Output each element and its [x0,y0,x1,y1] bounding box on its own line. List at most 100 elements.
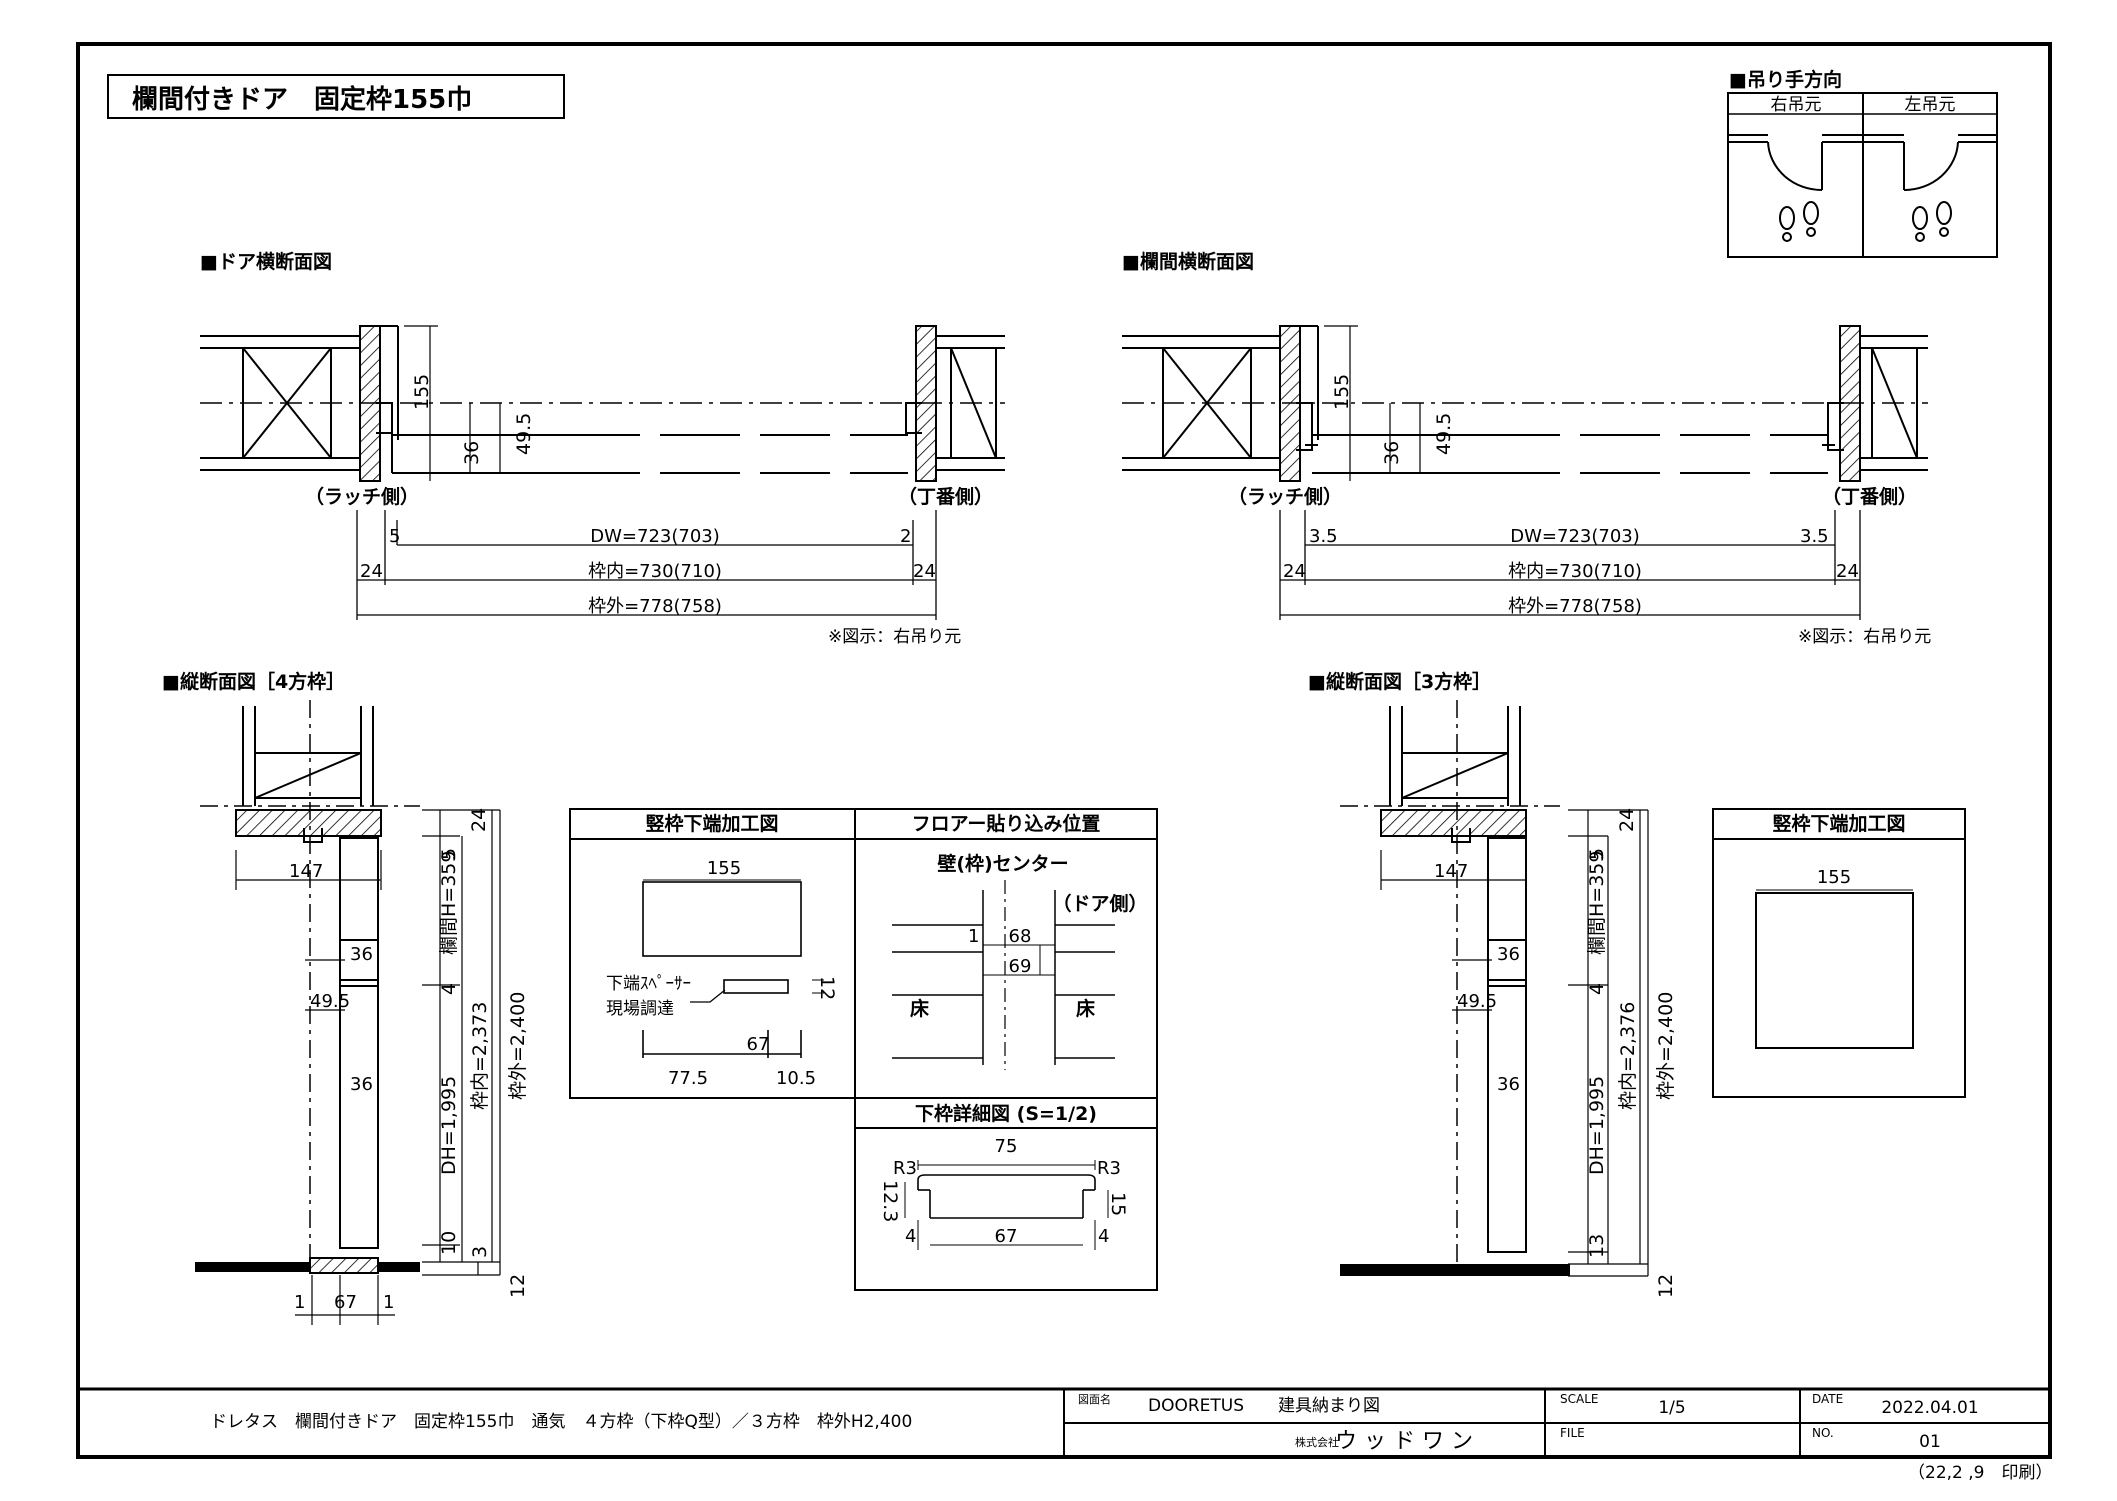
dim-49-5: 49.5 [1457,991,1497,1012]
drawing-description: ドレタス 欄間付きドア 固定枠155巾 通気 ４方枠（下枠Q型）／３方枠 枠外H… [210,1412,912,1432]
dw-dimension: DW=723(703) [1510,526,1640,547]
dim-24: 24 [468,808,490,832]
spacer-label: 下端ｽﾍﾟｰｻｰ [606,974,691,994]
latch-side-label: （ラッチ側） [1228,485,1342,508]
door-side-label: （ドア側） [1052,892,1147,915]
print-note: （22,2 ,9 印刷） [1908,1463,2052,1483]
frame-right: 24 [1836,561,1859,582]
door-section-heading: ■ドア横断面図 [200,250,332,273]
dim-36a: 36 [350,944,373,965]
site-procure-label: 現場調達 [606,999,674,1019]
drawing-name-label: 図面名 [1078,1392,1111,1406]
transom-height: 欄間H=359 [1586,851,1608,955]
dim-67: 67 [995,1226,1018,1247]
stile-bottom-heading: 竪枠下端加工図 [645,812,778,835]
gap-left: 3.5 [1309,526,1338,547]
dim-4: 4 [1586,983,1608,995]
transom-height: 欄間H=359 [438,851,460,955]
dw-dimension: DW=723(703) [590,526,720,547]
outer-dimension: 枠外=778(758) [1508,596,1642,617]
dim-24: 24 [1616,808,1638,832]
hinge-side-label: （丁番側） [898,485,993,508]
outer-dimension: 枠外=778(758) [588,596,722,617]
floor [378,1262,420,1272]
sill-detail-heading: 下枠詳細図 (S=1/2) [915,1102,1097,1125]
dim-69: 69 [1009,956,1032,977]
dim-155: 155 [1817,867,1851,888]
right-hung-label: 右吊元 [1771,95,1822,115]
vertical-3-heading: ■縦断面図［3方枠］ [1308,670,1491,693]
hanging-note: ※図示：右吊り元 [1798,627,1931,647]
door-height: DH=1,995 [438,1076,460,1175]
hanging-direction: ■吊り手方向 右吊元 左吊元 [1727,68,1998,258]
frame-left: 24 [1283,561,1306,582]
dim-155: 155 [707,858,741,879]
dim-36: 36 [461,441,483,465]
dim-5: 5 [1586,848,1608,860]
dim-12-3: 12.3 [879,1180,901,1222]
left-hung-label: 左吊元 [1905,95,1956,115]
footprints-icon [1779,201,1819,242]
floor [1340,1264,1570,1276]
hinge-side-label: （丁番側） [1822,485,1917,508]
vertical-4-heading: ■縦断面図［4方枠］ [162,670,345,693]
dim-3: 3 [469,1246,491,1258]
floor [195,1262,310,1272]
title-box: 欄間付きドア 固定枠155巾 [107,74,565,119]
dim-10: 10 [438,1231,460,1255]
right-hung-sketch [1728,134,1863,192]
dim-15: 15 [1107,1192,1129,1216]
dim-1: 1 [968,926,979,947]
transom-section-heading: ■欄間横断面図 [1122,250,1254,273]
dim-36b: 36 [1497,1074,1520,1095]
vertical-section-3way: ■縦断面図［3方枠］ 147 36 49.5 36 [1308,670,1677,1298]
dim-75: 75 [995,1136,1018,1157]
floor-left-label: 床 [910,997,929,1020]
hanging-heading: ■吊り手方向 [1729,68,1842,91]
vertical-section-4way: ■縦断面図［4方枠］ 147 36 49.5 36 67 1 1 [162,670,529,1325]
dim-36b: 36 [350,1074,373,1095]
title-block: ドレタス 欄間付きドア 固定枠155巾 通気 ４方枠（下枠Q型）／３方枠 枠外H… [78,1387,2052,1483]
detail-panels: 竪枠下端加工図 フロアー貼り込み位置 155 12 下端ｽﾍﾟｰｻｰ 現場調達 … [569,808,1158,1291]
no-label: NO. [1812,1426,1834,1440]
dim-67: 67 [747,1034,770,1055]
wall-center-label: 壁(枠)センター [937,852,1068,875]
floor-right-label: 床 [1076,997,1095,1020]
dim-147: 147 [289,861,323,882]
dim-5: 5 [438,848,460,860]
inner-height: 枠内=2,376 [1617,1002,1639,1110]
drawing-name: DOORETUS 建具納まり図 [1148,1396,1380,1416]
drawing-title: 欄間付きドア 固定枠155巾 [132,84,472,115]
company-name: ウ ッ ド ワ ン [1335,1429,1473,1454]
door-horizontal-section: ■ドア横断面図 [200,250,1005,647]
dim-13: 13 [1586,1234,1608,1258]
dim-36: 36 [1381,441,1403,465]
gap-right: 3.5 [1800,526,1829,547]
stile-bottom-3-heading: 竪枠下端加工図 [1772,812,1905,835]
frame-right: 24 [913,561,936,582]
inner-dimension: 枠内=730(710) [1508,561,1642,582]
dim-155: 155 [1331,374,1353,410]
frame-left: 24 [360,561,383,582]
outer-height: 枠外=2,400 [1655,992,1677,1100]
dim-4-left: 4 [905,1226,916,1247]
dim-68: 68 [1009,926,1032,947]
footprints-icon [1912,201,1952,242]
gap-right: 2 [900,526,911,547]
inner-height: 枠内=2,373 [469,1002,491,1110]
outer-height: 枠外=2,400 [507,992,529,1100]
dim-4-right: 4 [1098,1226,1109,1247]
dim-10-5: 10.5 [776,1068,816,1089]
dim-12: 12 [1655,1274,1677,1298]
radius-right: R3 [1097,1158,1121,1179]
dim-12: 12 [507,1274,529,1298]
latch-side-label: （ラッチ側） [305,485,419,508]
dim-49-5: 49.5 [310,991,350,1012]
scale-label: SCALE [1560,1392,1598,1406]
dim-1-right: 1 [383,1292,394,1313]
dim-49-5: 49.5 [513,413,535,455]
hanging-note: ※図示：右吊り元 [828,627,961,647]
dim-155: 155 [411,374,433,410]
no-value: 01 [1919,1432,1941,1452]
